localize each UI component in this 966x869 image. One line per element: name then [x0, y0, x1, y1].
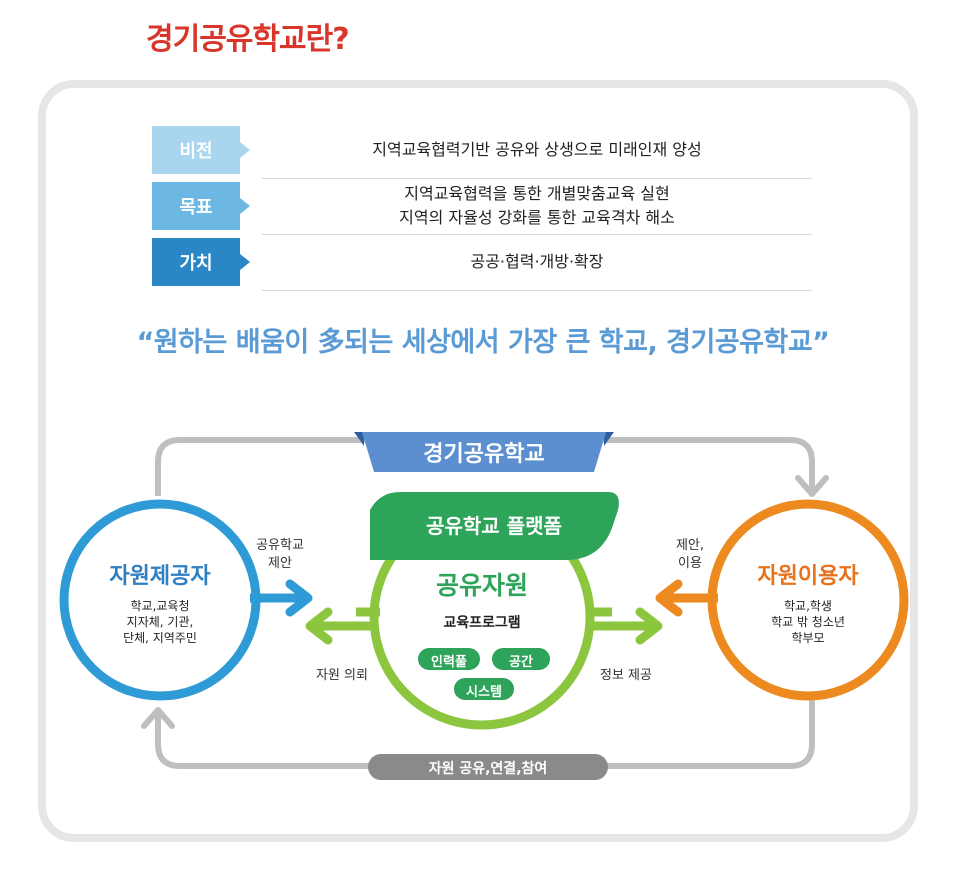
bottom-banner-shape — [368, 754, 608, 780]
provider-propose-line: 공유학교 — [256, 538, 304, 553]
user-line: 학교 밖 청소년 — [771, 615, 845, 629]
center-title: 공유자원 — [435, 571, 528, 600]
loop-bottom-arrowhead — [141, 707, 175, 729]
value-tag: 가치 — [152, 238, 250, 286]
vision-text: 지역교육협력기반 공유와 상생으로 미래인재 양성 — [262, 126, 812, 174]
tag-arrow-tip — [240, 254, 250, 270]
provider-line: 단체, 지역주민 — [123, 631, 197, 645]
info-label: 정보 제공 — [600, 668, 652, 683]
pill-manpower-shape — [418, 648, 480, 670]
user-propose-label: 제안, 이용 — [650, 537, 730, 573]
request-label: 자원 의뢰 — [316, 668, 368, 683]
goal-tag: 목표 — [152, 182, 250, 230]
platform-banner-label: 공유학교 플랫폼 — [426, 514, 562, 538]
goal-row: 목표 지역교육협력을 통한 개별맞춤교육 실현 지역의 자율성 강화를 통한 교… — [152, 182, 812, 235]
pill-system: 시스템 — [466, 685, 502, 700]
provider-propose-label: 공유학교 제안 — [240, 537, 320, 573]
user-line: 학교,학생 — [784, 599, 832, 613]
page-title: 경기공유학교란? — [146, 22, 350, 57]
provider-line: 학교,교육청 — [130, 599, 190, 613]
pill-system-shape — [454, 678, 514, 700]
vision-tag-label: 비전 — [179, 141, 213, 162]
user-title: 자원이용자 — [757, 564, 859, 589]
loop-top-arrowhead — [795, 475, 829, 497]
vision-row: 비전 지역교육협력기반 공유와 상생으로 미래인재 양성 — [152, 126, 812, 179]
user-line: 학부모 — [791, 631, 825, 645]
slogan: “원하는 배움이 多되는 세상에서 가장 큰 학교, 경기공유학교” — [136, 327, 830, 358]
pill-space: 공간 — [509, 655, 533, 670]
goal-text: 지역교육협력을 통한 개별맞춤교육 실현 지역의 자율성 강화를 통한 교육격차… — [262, 182, 812, 230]
tag-arrow-tip — [240, 142, 250, 158]
value-text: 공공·협력·개방·확장 — [262, 238, 812, 286]
provider-title: 자원제공자 — [109, 564, 211, 589]
vision-tag: 비전 — [152, 126, 250, 174]
value-row: 가치 공공·협력·개방·확장 — [152, 238, 812, 291]
platform-banner-shape — [370, 492, 619, 560]
pill-space-shape — [492, 648, 550, 670]
goal-line-2: 지역의 자율성 강화를 통한 교육격차 해소 — [399, 208, 675, 227]
provider-desc: 학교,교육청 지자체, 기관, 단체, 지역주민 — [80, 598, 240, 646]
provider-line: 지자체, 기관, — [126, 615, 194, 629]
provider-propose-line: 제안 — [268, 556, 292, 571]
row-divider — [262, 178, 812, 179]
top-banner-shape — [354, 432, 614, 472]
goal-tag-label: 목표 — [179, 197, 213, 218]
row-divider — [262, 290, 812, 291]
user-propose-line: 제안, — [675, 538, 705, 553]
goal-line-1: 지역교육협력을 통한 개별맞춤교육 실현 — [404, 184, 670, 203]
top-banner-label: 경기공유학교 — [423, 442, 545, 467]
bottom-banner-label: 자원 공유,연결,참여 — [428, 761, 548, 777]
value-tag-label: 가치 — [179, 253, 213, 274]
center-subtitle: 교육프로그램 — [443, 615, 521, 631]
user-propose-line: 이용 — [678, 556, 702, 571]
pill-manpower: 인력풀 — [431, 655, 467, 670]
tag-arrow-tip — [240, 198, 250, 214]
row-divider — [262, 234, 812, 235]
user-desc: 학교,학생 학교 밖 청소년 학부모 — [728, 598, 888, 646]
value-line: 공공·협력·개방·확장 — [470, 252, 604, 271]
vision-line: 지역교육협력기반 공유와 상생으로 미래인재 양성 — [372, 140, 702, 159]
